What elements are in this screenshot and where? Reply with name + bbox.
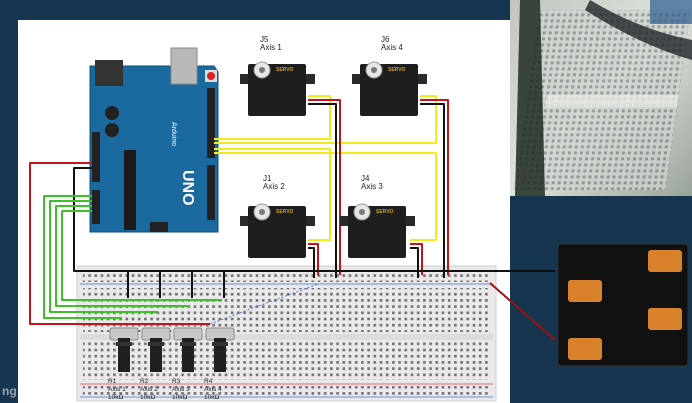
servo-j6: SERVO [352, 61, 427, 116]
potentiometer-r2 [141, 327, 171, 372]
pot-r3-value: 10kΩ [172, 394, 187, 401]
pot-r1-value: 10kΩ [108, 394, 123, 401]
battery-cell-2: AAA Battery [566, 280, 684, 302]
servo-j4-axis: Axis 3 [361, 182, 383, 191]
potentiometer-r1 [109, 327, 139, 372]
pot-r2-axis: Axis 2 [140, 386, 158, 393]
servo-brand: SERVO [388, 67, 406, 73]
servo-j5-id: J5 [260, 35, 269, 44]
servo-j5-axis: Axis 1 [260, 43, 282, 52]
servo-brand: SERVO [276, 209, 294, 215]
servo-j5: SERVO [240, 61, 315, 116]
arduino-brand-label: Arduino [170, 122, 177, 146]
servo-brand: SERVO [276, 67, 294, 73]
battery-cell-1: AAA Battery [566, 250, 684, 272]
arduino-uno-board: UNO Arduino [89, 47, 219, 233]
potentiometer-r4 [205, 327, 235, 372]
pot-r1-id: R1 [108, 378, 117, 385]
watermark-fragment: ng [2, 384, 17, 398]
servo-j6-id: J6 [381, 35, 390, 44]
battery-cell-label: AAA Battery [580, 257, 627, 266]
servo-j1: SERVO [240, 203, 315, 258]
servo-j1-axis: Axis 2 [263, 182, 285, 191]
battery-cell-label: AAA Battery [625, 343, 672, 352]
breadboard-photo [510, 0, 692, 196]
pot-r2-value: 10kΩ [140, 394, 155, 401]
pot-r3-axis: Axis 3 [172, 386, 190, 393]
servo-j6-axis: Axis 4 [381, 43, 403, 52]
servo-j4: SERVO [340, 203, 415, 258]
servo-j4-id: J4 [361, 174, 370, 183]
battery-cell-4: AAA Battery [566, 338, 684, 360]
pot-r1-axis: Axis 1 [108, 386, 126, 393]
battery-cell-3: AAA Battery [566, 308, 684, 330]
pot-r4-axis: Axis 4 [204, 386, 222, 393]
pot-r4-value: 10kΩ [204, 394, 219, 401]
battery-pack: AAA Battery AAA Battery AAA Battery AAA … [557, 243, 689, 367]
battery-cell-label: AAA Battery [580, 315, 627, 324]
servo-brand: SERVO [376, 209, 394, 215]
servo-j1-id: J1 [263, 174, 272, 183]
arduino-model-label: UNO [179, 170, 196, 206]
pot-r2-id: R2 [140, 378, 149, 385]
wires [29, 95, 556, 341]
battery-cell-label: AAA Battery [625, 285, 672, 294]
pot-r3-id: R3 [172, 378, 181, 385]
pot-r4-id: R4 [204, 378, 213, 385]
potentiometer-r3 [173, 327, 203, 372]
